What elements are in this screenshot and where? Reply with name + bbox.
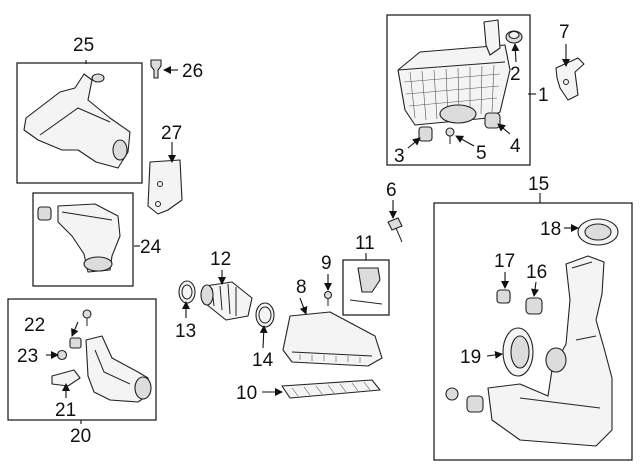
mount-rubber-part-16	[525, 297, 543, 315]
seal-ring-part-18	[577, 218, 619, 246]
air-filter-element-part-10	[281, 379, 381, 399]
label-part-22: 22	[24, 315, 45, 336]
part-labels: 1 2 3 4 5 6 7 8 9 10 11 12 13 14 15 16 1…	[17, 22, 570, 447]
bolt-part-6	[387, 217, 403, 243]
air-cleaner-cover-part-8	[282, 311, 383, 367]
sensor-part-11	[349, 267, 383, 305]
label-part-8: 8	[296, 277, 307, 298]
bracket-part-7	[555, 57, 585, 101]
clamp-part-14	[255, 302, 275, 328]
bolt-part-9	[323, 290, 333, 306]
label-part-7: 7	[559, 22, 570, 43]
label-part-9: 9	[321, 253, 332, 274]
label-part-27: 27	[161, 123, 182, 144]
mount-rubber-part-4	[484, 112, 501, 129]
group-box-1	[386, 14, 531, 166]
label-part-10: 10	[236, 383, 257, 404]
intake-tube-part-12	[200, 281, 253, 321]
label-part-14: 14	[252, 350, 274, 371]
mount-parts-lower	[445, 387, 484, 413]
label-part-13: 13	[175, 321, 196, 342]
label-part-23: 23	[17, 346, 38, 367]
air-cleaner-case-part	[397, 19, 511, 126]
bracket-part-27	[147, 159, 183, 215]
clip-part-26	[150, 59, 162, 79]
label-part-11: 11	[355, 233, 375, 254]
label-part-17: 17	[494, 251, 515, 272]
label-part-6: 6	[386, 180, 397, 201]
label-part-16: 16	[526, 262, 547, 283]
inlet-duct-part-24	[37, 203, 121, 273]
intake-duct-part-15	[487, 255, 613, 447]
intake-chamber-part-20	[85, 335, 152, 403]
nut-part-23	[56, 349, 68, 361]
label-part-25: 25	[73, 35, 94, 56]
label-part-18: 18	[540, 219, 561, 240]
group-box-24	[32, 192, 134, 287]
label-part-2: 2	[510, 64, 521, 85]
grommet-part-3	[418, 126, 433, 142]
grommet-part-2	[505, 30, 523, 44]
bolt-part-5	[445, 127, 455, 144]
label-part-5: 5	[476, 143, 487, 164]
grommet-part-17	[496, 289, 511, 304]
label-part-3: 3	[394, 146, 405, 167]
label-part-19: 19	[460, 347, 481, 368]
group-box-25	[16, 62, 143, 184]
label-part-20: 20	[70, 426, 91, 447]
leader-lines	[46, 43, 579, 424]
label-part-15: 15	[528, 174, 549, 195]
bolt-part-22	[69, 309, 92, 349]
resonator-part-25	[23, 73, 131, 169]
label-part-12: 12	[210, 249, 231, 270]
label-part-4: 4	[510, 136, 521, 157]
seal-ring-part-19	[502, 327, 534, 377]
group-box-20	[7, 298, 157, 421]
clamp-part-13	[178, 280, 196, 304]
group-box-15	[433, 202, 633, 461]
label-part-1: 1	[538, 85, 549, 106]
label-part-24: 24	[140, 237, 162, 258]
label-part-26: 26	[182, 61, 203, 82]
label-part-21: 21	[55, 400, 76, 421]
bracket-part-21	[51, 369, 81, 387]
